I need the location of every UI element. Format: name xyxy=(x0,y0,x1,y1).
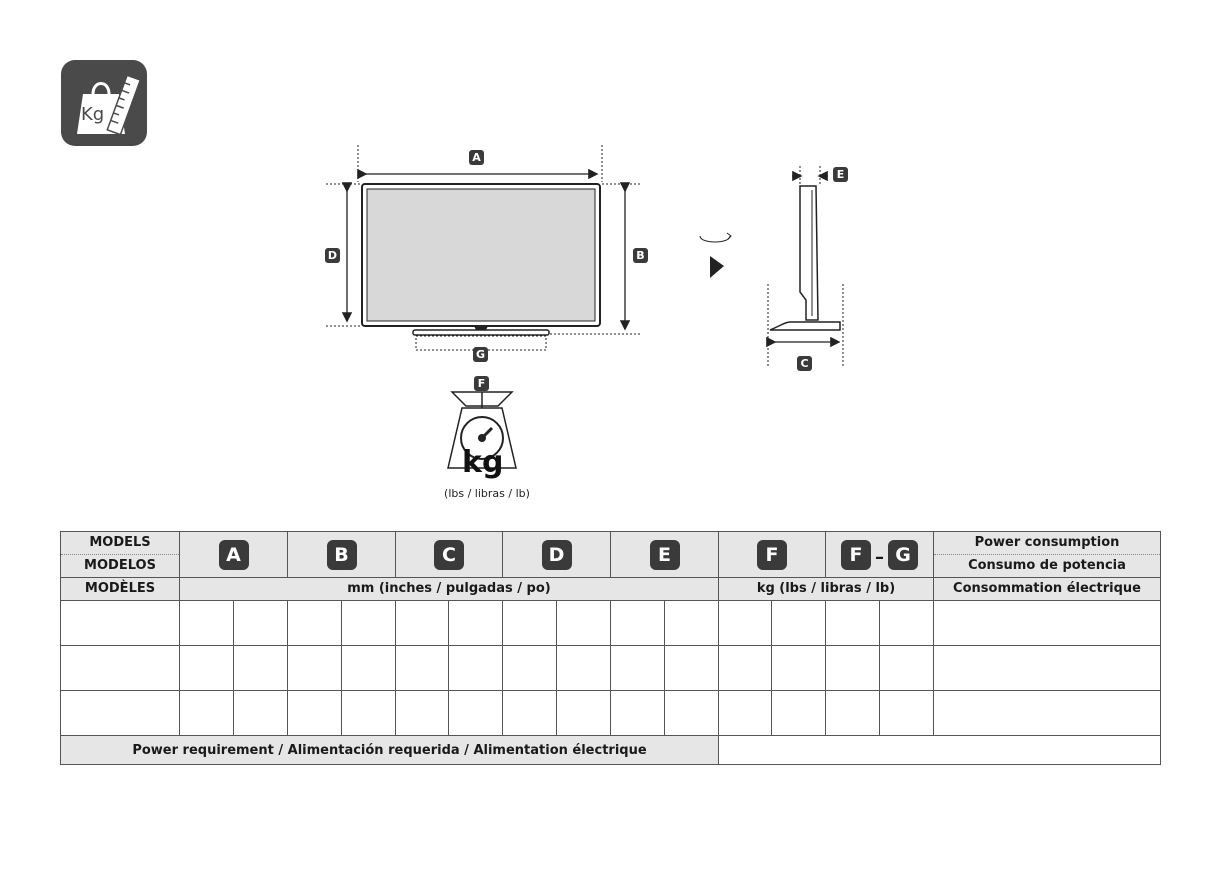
model-cell xyxy=(60,690,180,736)
power-label-es: Consumo de potencia xyxy=(968,558,1126,573)
callout-a: A xyxy=(469,150,484,165)
power-label-fr: Consommation électrique xyxy=(933,577,1161,601)
header-letter-b: B xyxy=(287,531,396,578)
callout-g: G xyxy=(473,347,488,362)
callout-d: D xyxy=(325,248,340,263)
callout-b: B xyxy=(633,248,648,263)
dimension-unit-label: mm (inches / pulgadas / po) xyxy=(179,577,719,601)
model-cell xyxy=(60,600,180,646)
tv-side-profile xyxy=(799,185,819,321)
callout-c: C xyxy=(797,356,812,371)
callout-f: F xyxy=(474,376,489,391)
table-row xyxy=(60,690,1161,736)
header-letter-d: D xyxy=(502,531,611,578)
spec-table: MODELS MODELOS A B C D E F F–G Power con… xyxy=(60,531,1161,765)
table-row xyxy=(60,600,1161,646)
weight-badge-icon: Kg xyxy=(61,60,147,146)
power-requirement-value xyxy=(718,735,1161,765)
power-cell xyxy=(933,600,1161,646)
models-label-fr: MODÈLES xyxy=(60,577,180,601)
model-cell xyxy=(60,645,180,691)
header-letter-f-g: F–G xyxy=(825,531,934,578)
header-letter-a: A xyxy=(179,531,288,578)
models-label-cell: MODELS MODELOS xyxy=(60,531,180,578)
power-label-en: Power consumption xyxy=(934,532,1160,555)
badge-label: Kg xyxy=(81,104,104,125)
power-label-cell: Power consumption Consumo de potencia xyxy=(933,531,1161,578)
tv-front-screen xyxy=(366,188,596,322)
table-row xyxy=(60,645,1161,691)
header-letter-e: E xyxy=(610,531,719,578)
weight-unit-label: kg (lbs / libras / lb) xyxy=(718,577,934,601)
power-cell xyxy=(933,690,1161,736)
callout-e: E xyxy=(833,167,848,182)
models-label-es: MODELOS xyxy=(84,558,156,573)
scale-subunit-label: (lbs / libras / lb) xyxy=(444,487,530,500)
tv-stand xyxy=(412,329,550,336)
models-label-en: MODELS xyxy=(61,532,179,555)
header-letter-f: F xyxy=(718,531,826,578)
header-letter-c: C xyxy=(395,531,503,578)
scale-unit-label: kg xyxy=(462,445,504,480)
power-requirement-label: Power requirement / Alimentación requeri… xyxy=(60,735,719,765)
power-cell xyxy=(933,645,1161,691)
